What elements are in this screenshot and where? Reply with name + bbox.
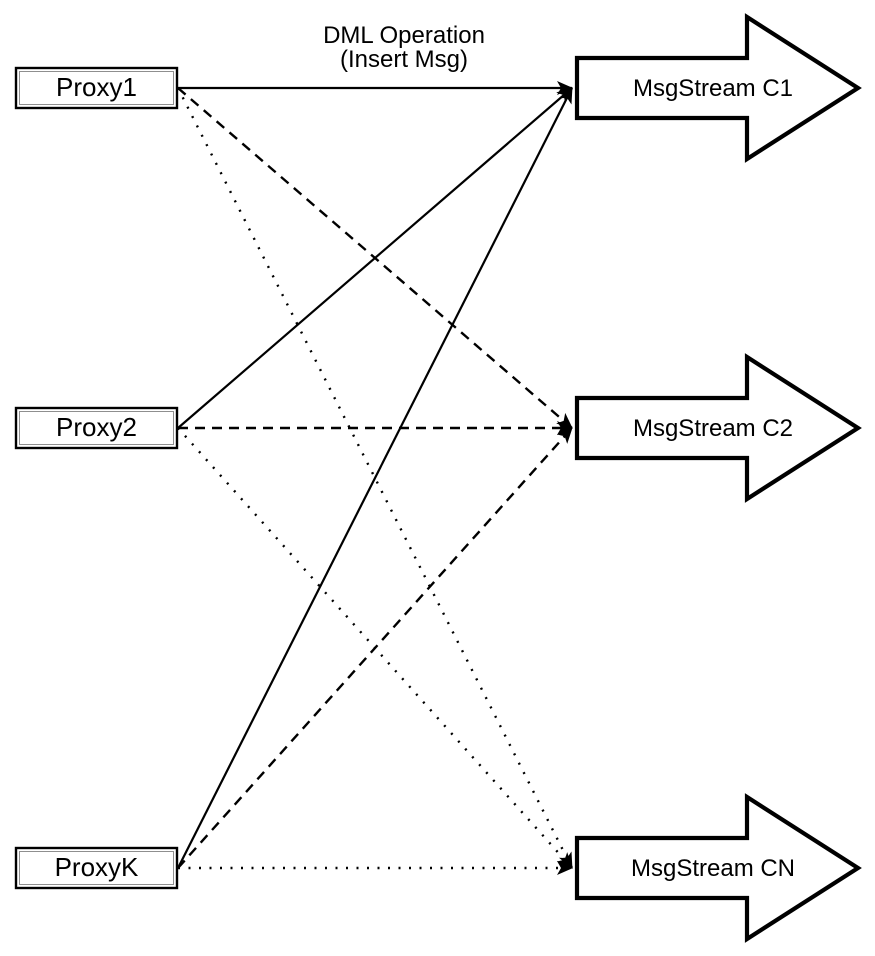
proxy1-node: Proxy1 [14,66,179,110]
msgstream-c1-node: MsgStream C1 [574,13,862,163]
proxy2-node: Proxy2 [14,406,179,450]
annotation-line1: DML Operation [323,22,485,49]
proxy2-label: Proxy2 [56,412,137,442]
msgstream-c2-node: MsgStream C2 [574,353,862,503]
msgstream-c2-arrow-shape [574,353,862,503]
msgstream-c2-label: MsgStream C2 [633,415,793,442]
msgstream-cn-node: MsgStream CN [574,793,862,943]
proxy2-box-inner-line [19,411,174,445]
msgstream-c1-label: MsgStream C1 [633,75,793,102]
proxyk-box [14,846,179,890]
msgstream-cn-label: MsgStream CN [631,855,795,882]
proxyk-node: ProxyK [14,846,179,890]
proxy1-label: Proxy1 [56,72,137,102]
proxy1-box-inner-line [19,71,174,105]
edge-proxyk-c1 [177,87,573,869]
edge-layer [176,81,574,875]
proxyk-box-inner-line [19,851,174,885]
annotation-line2: (Insert Msg) [340,46,468,73]
proxyk-label: ProxyK [55,852,139,882]
edge-proxyk-c2 [177,427,573,869]
msgstream-cn-arrow-shape [574,793,862,943]
msgstream-c1-arrow-shape [574,13,862,163]
dml-operation-annotation: DML Operation (Insert Msg) [323,22,485,73]
edge-proxy2-c1 [177,87,573,429]
proxy2-box [14,406,179,450]
proxy1-box [14,66,179,110]
